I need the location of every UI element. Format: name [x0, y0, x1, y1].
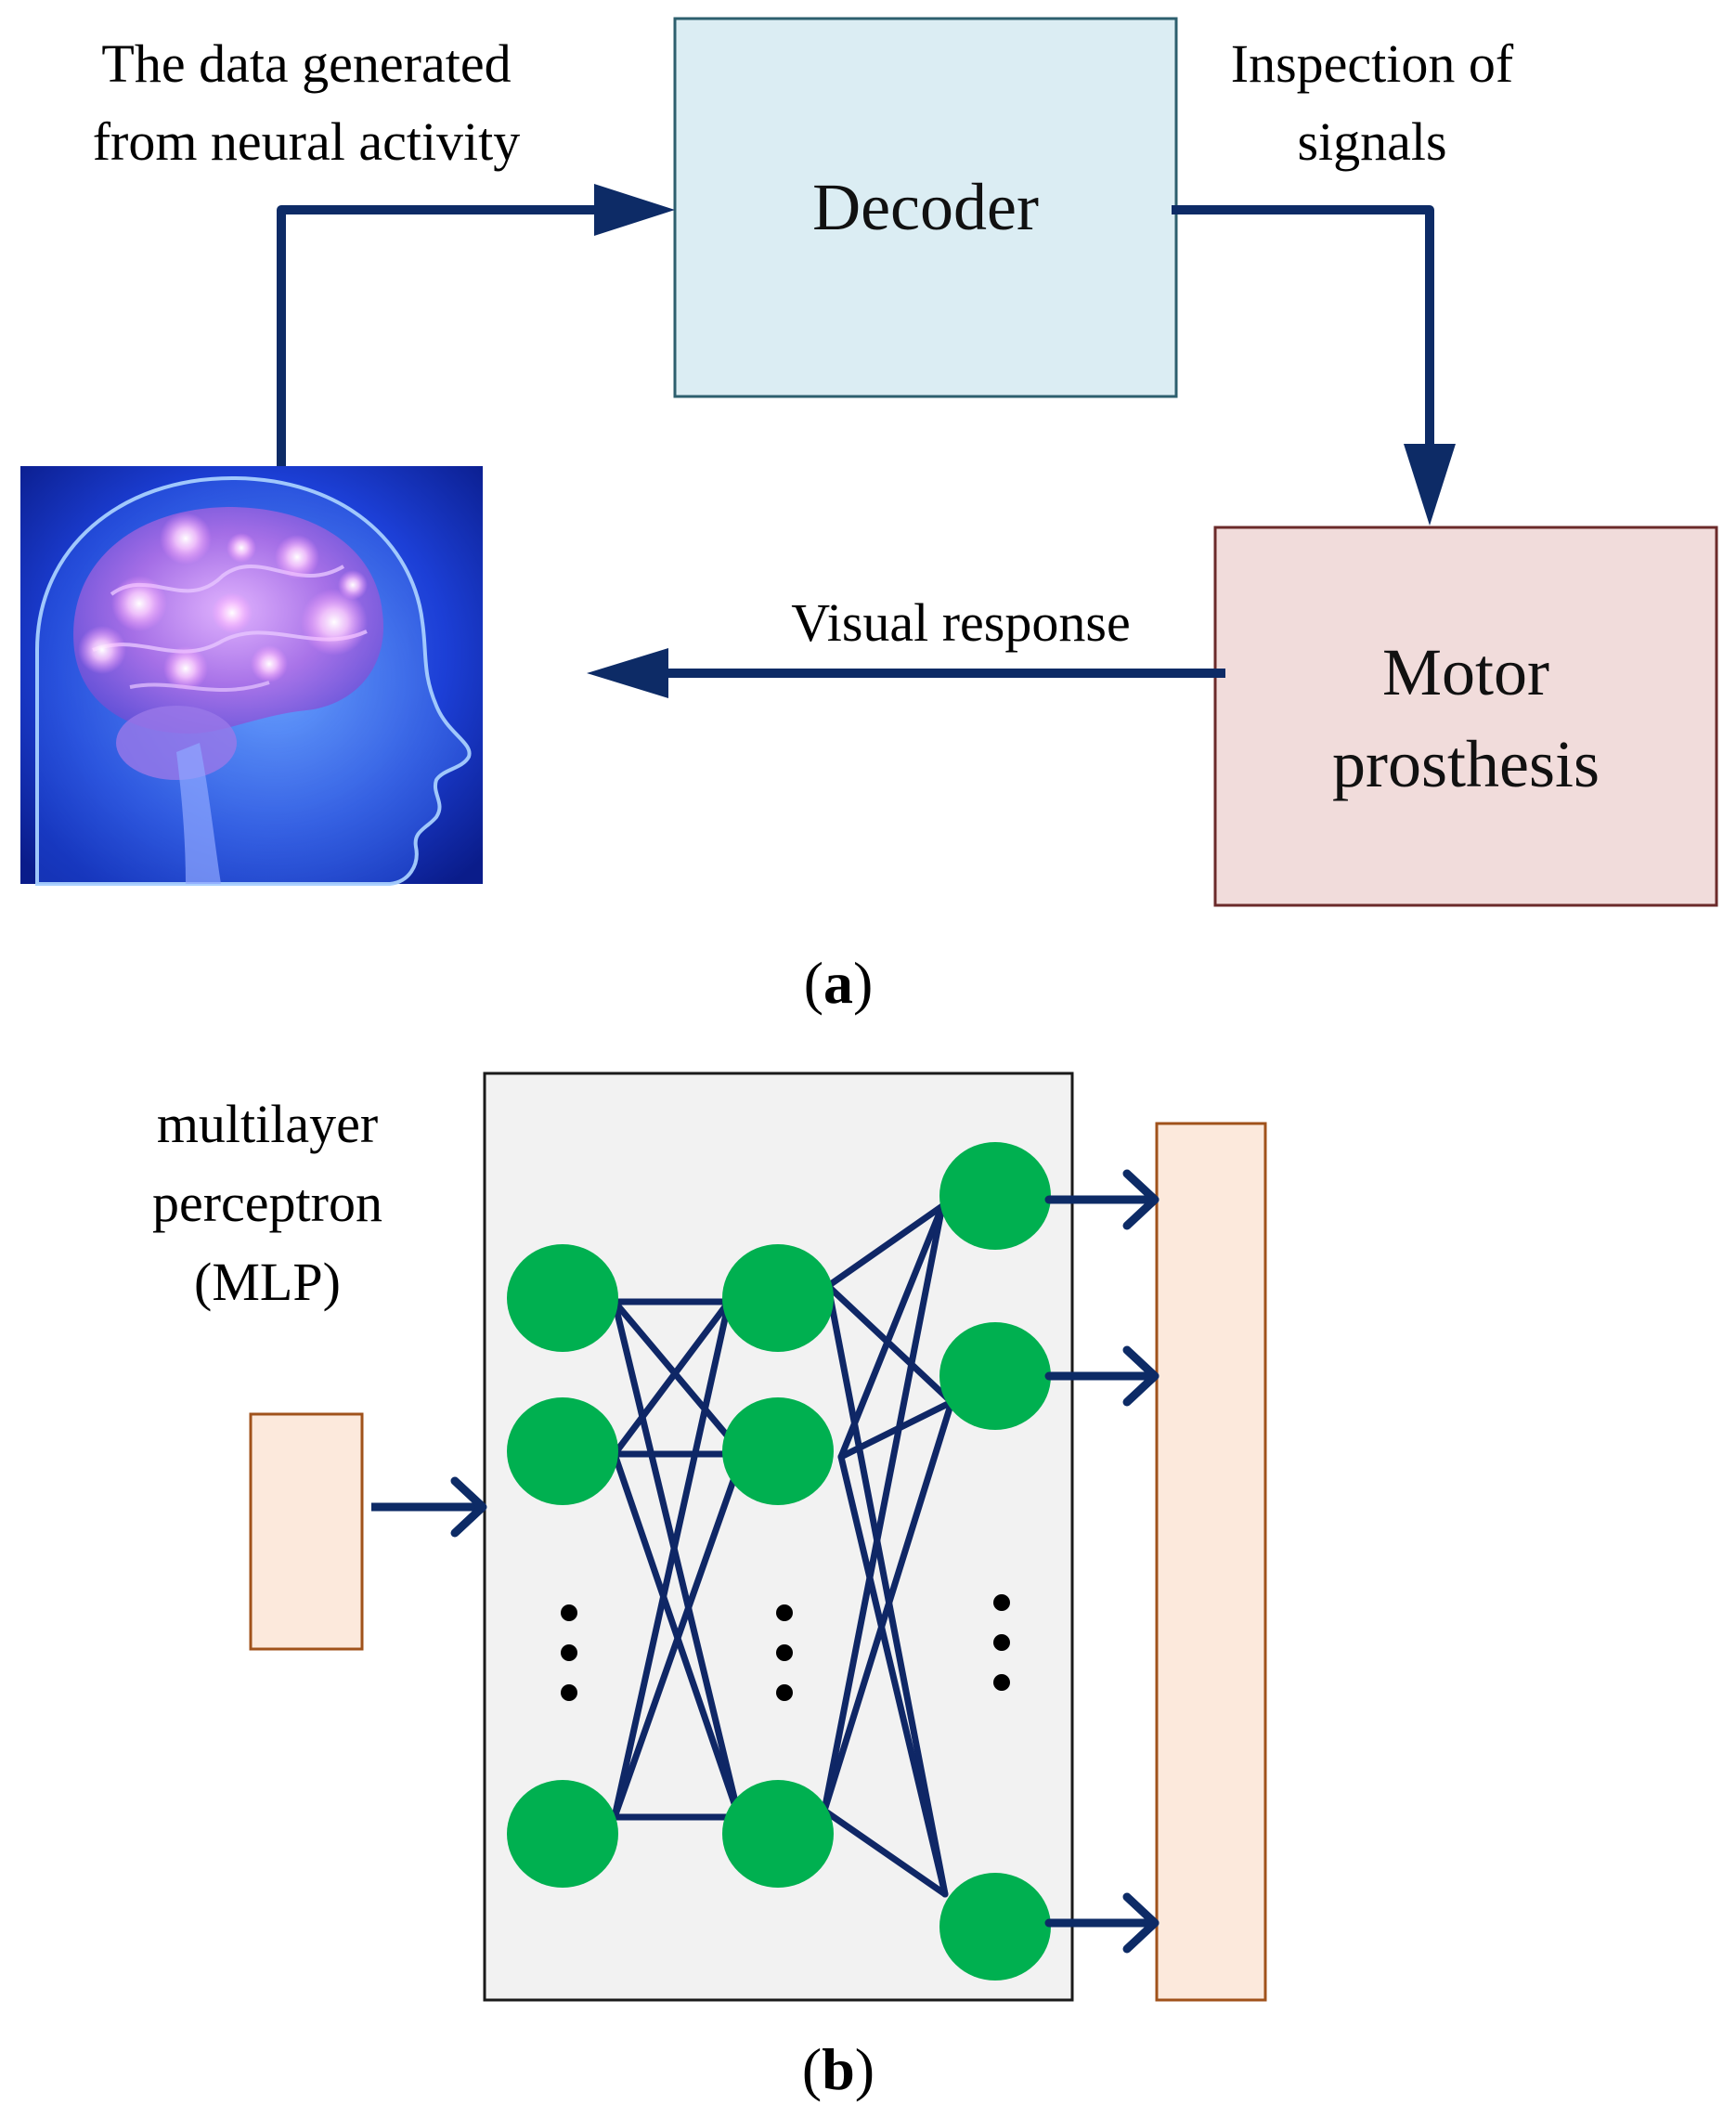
- arrow-visual-response: [587, 648, 1225, 698]
- input-label-line2: from neural activity: [93, 111, 521, 172]
- neuron-l2-2: [722, 1397, 834, 1505]
- panel-a: The data generated from neural activity …: [20, 17, 1718, 1016]
- mlp-label-line3: (MLP): [194, 1252, 341, 1312]
- neuron-l3-n: [939, 1873, 1051, 1981]
- arrow-input-to-mlp: [371, 1476, 487, 1538]
- mlp-label-line1: multilayer: [157, 1094, 378, 1154]
- arrow-decoder-to-prosthesis: [1172, 205, 1456, 526]
- brain-image: [20, 466, 483, 886]
- neuron-l1-n: [507, 1780, 618, 1888]
- caption-a-letter: a: [823, 950, 853, 1016]
- neurons: [507, 1142, 1051, 1981]
- caption-b: (b): [802, 2036, 874, 2102]
- prosthesis-label-line1: Motor: [1382, 635, 1549, 709]
- neuron-l3-1: [939, 1142, 1051, 1250]
- input-label-line1: The data generated: [101, 33, 511, 94]
- inspection-label-line2: signals: [1297, 111, 1446, 172]
- panel-b: multilayer perceptron (MLP): [152, 1071, 1267, 2102]
- input-vector-box: [249, 1412, 364, 1651]
- prosthesis-node: Motor prosthesis: [1213, 526, 1718, 907]
- mlp-label-line2: perceptron: [152, 1173, 382, 1233]
- neuron-l1-1: [507, 1244, 618, 1352]
- decoder-label: Decoder: [812, 170, 1039, 244]
- visual-response-label: Visual response: [791, 592, 1130, 653]
- neuron-l3-2: [939, 1322, 1051, 1430]
- ellipsis-dots: [561, 1594, 1010, 1701]
- caption-b-letter: b: [822, 2036, 855, 2102]
- output-arrows: [1044, 1169, 1159, 1954]
- prosthesis-box: [1213, 526, 1718, 907]
- arrow-brain-to-decoder: [277, 184, 675, 469]
- decoder-node: Decoder: [673, 17, 1178, 398]
- prosthesis-label-line2: prosthesis: [1332, 727, 1600, 801]
- network-connections: [611, 1202, 955, 1898]
- neuron-l2-1: [722, 1244, 834, 1352]
- neuron-l2-n: [722, 1780, 834, 1888]
- decoder-box: [673, 17, 1178, 398]
- caption-a: (a): [804, 950, 874, 1016]
- brain-head-icon: [35, 475, 472, 886]
- inspection-label-line1: Inspection of: [1231, 33, 1514, 94]
- output-vector-box: [1155, 1122, 1267, 2002]
- neuron-l1-2: [507, 1397, 618, 1505]
